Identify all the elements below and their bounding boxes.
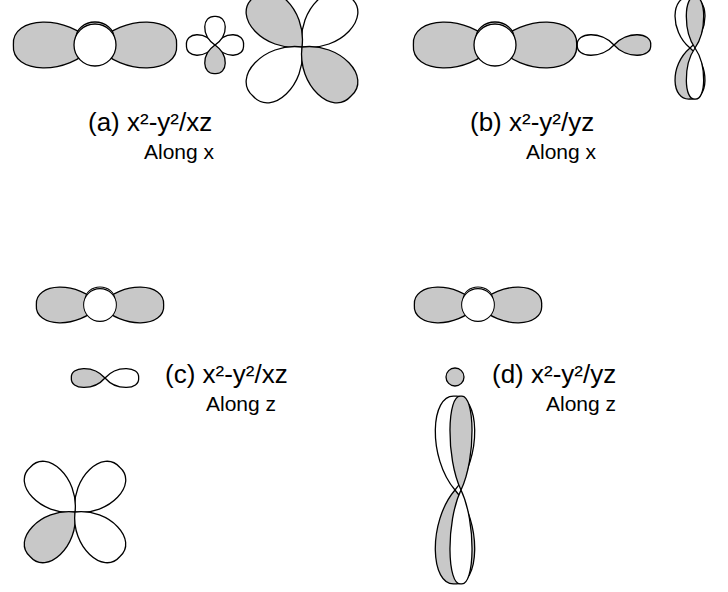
d-cloverleaf xyxy=(16,453,133,570)
view-direction-label: Along z xyxy=(206,392,276,416)
p-orbital-vertical xyxy=(435,396,474,584)
d-cloverleaf xyxy=(237,0,366,112)
dz2-orbital xyxy=(13,22,176,68)
view-direction-label: Along x xyxy=(144,140,214,164)
p-orbital xyxy=(577,35,651,55)
small-d-orbital xyxy=(186,16,243,73)
overlap-label: (a) x²-y²/xz xyxy=(88,108,212,138)
p-orbital-vertical xyxy=(675,0,705,99)
view-direction-label: Along x xyxy=(526,140,596,164)
overlap-label: (c) x²-y²/xz xyxy=(165,360,288,390)
dz2-orbital xyxy=(36,287,163,323)
overlap-label: (b) x²-y²/yz xyxy=(470,108,594,138)
view-direction-label: Along z xyxy=(546,392,616,416)
overlap-label: (d) x²-y²/yz xyxy=(492,360,616,390)
p-orbital xyxy=(71,369,138,388)
dz2-orbital xyxy=(413,22,576,68)
p-orbital-end-on xyxy=(446,368,464,386)
dz2-orbital xyxy=(414,287,541,323)
